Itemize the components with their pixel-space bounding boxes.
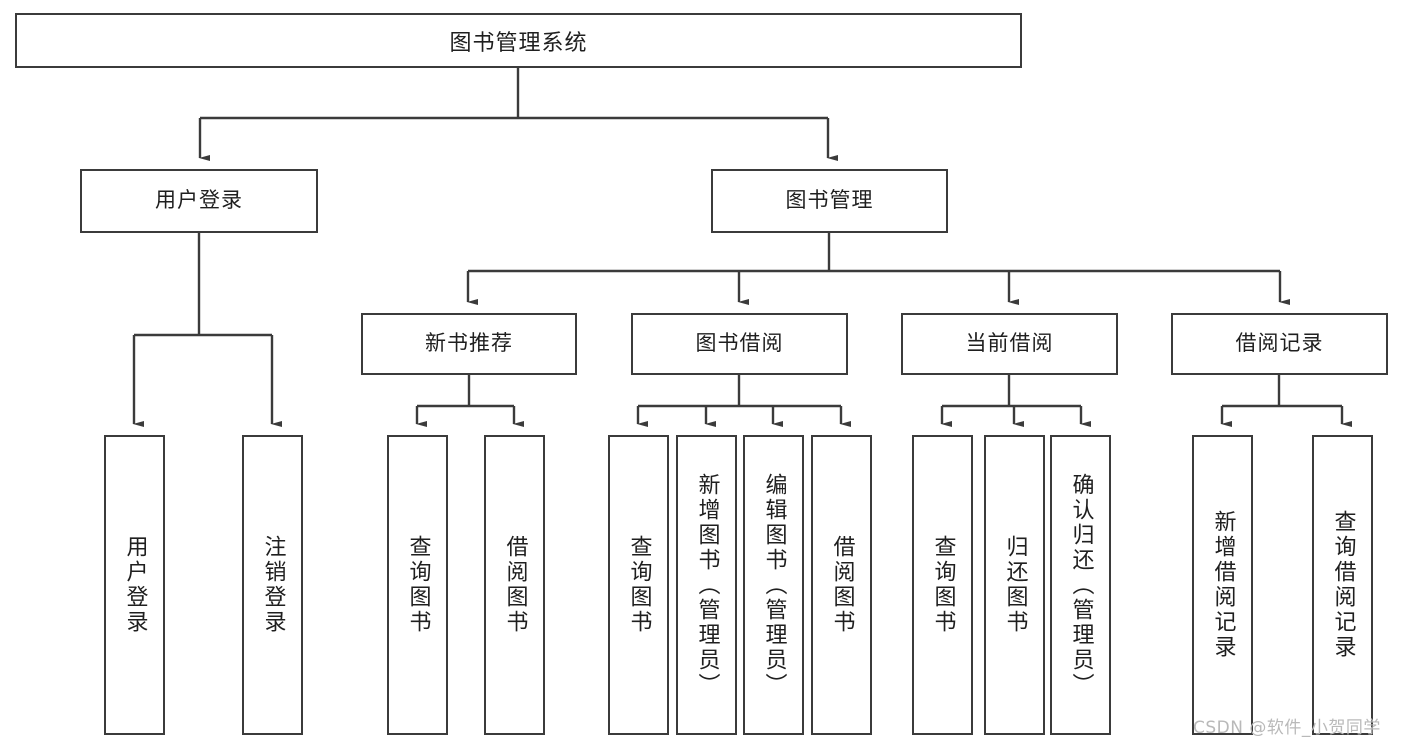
watermark-credit: CSDN @软件_小贺同学 bbox=[1193, 718, 1381, 738]
leaf-query-book-borrow[interactable]: 查询图书 bbox=[608, 435, 669, 735]
leaf-query-book-recommend[interactable]: 查询图书 bbox=[387, 435, 448, 735]
leaf-add-book-admin[interactable]: 新增图书（管理员） bbox=[676, 435, 737, 735]
leaf-edit-book-admin[interactable]: 编辑图书（管理员） bbox=[743, 435, 804, 735]
leaf-label: 归还图书 bbox=[1002, 535, 1028, 635]
leaf-label: 编辑图书（管理员） bbox=[761, 472, 787, 698]
leaf-label: 查询借阅记录 bbox=[1330, 510, 1356, 660]
node-root-system[interactable]: 图书管理系统 bbox=[15, 13, 1022, 68]
leaf-label: 新增借阅记录 bbox=[1210, 510, 1236, 660]
leaf-label: 借阅图书 bbox=[502, 535, 528, 635]
leaf-label: 查询图书 bbox=[405, 535, 431, 635]
leaf-label: 确认归还（管理员） bbox=[1068, 472, 1094, 698]
leaf-add-borrow-record[interactable]: 新增借阅记录 bbox=[1192, 435, 1253, 735]
leaf-query-book-current[interactable]: 查询图书 bbox=[912, 435, 973, 735]
leaf-label: 查询图书 bbox=[930, 535, 956, 635]
leaf-logout-login[interactable]: 注销登录 bbox=[242, 435, 303, 735]
leaf-confirm-return-admin[interactable]: 确认归还（管理员） bbox=[1050, 435, 1111, 735]
leaf-label: 新增图书（管理员） bbox=[694, 472, 720, 698]
node-book-borrow[interactable]: 图书借阅 bbox=[631, 313, 848, 375]
node-book-management[interactable]: 图书管理 bbox=[711, 169, 948, 233]
leaf-label: 用户登录 bbox=[122, 535, 148, 635]
leaf-return-book[interactable]: 归还图书 bbox=[984, 435, 1045, 735]
node-borrow-record[interactable]: 借阅记录 bbox=[1171, 313, 1388, 375]
leaf-query-borrow-record[interactable]: 查询借阅记录 bbox=[1312, 435, 1373, 735]
node-current-borrow[interactable]: 当前借阅 bbox=[901, 313, 1118, 375]
node-user-login[interactable]: 用户登录 bbox=[80, 169, 318, 233]
leaf-label: 查询图书 bbox=[626, 535, 652, 635]
leaf-borrow-book-recommend[interactable]: 借阅图书 bbox=[484, 435, 545, 735]
node-new-book-recommend[interactable]: 新书推荐 bbox=[361, 313, 577, 375]
leaf-borrow-book[interactable]: 借阅图书 bbox=[811, 435, 872, 735]
leaf-label: 注销登录 bbox=[260, 535, 286, 635]
leaf-label: 借阅图书 bbox=[829, 535, 855, 635]
leaf-user-login[interactable]: 用户登录 bbox=[104, 435, 165, 735]
